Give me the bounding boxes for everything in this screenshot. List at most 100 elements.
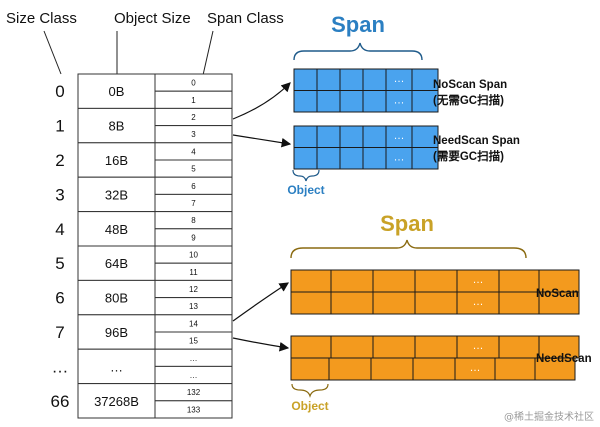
size-class-value: 66 xyxy=(51,392,70,411)
object-size-cell xyxy=(77,245,156,281)
span-object-cell xyxy=(290,269,332,293)
span-object-cell xyxy=(534,357,576,381)
span-class-value: 13 xyxy=(189,302,198,311)
blue-object-label: Object xyxy=(287,183,324,197)
span-object-cell xyxy=(293,147,318,170)
span-class-value: 12 xyxy=(189,285,198,294)
span-object-cell xyxy=(362,68,387,91)
size-class-value: 5 xyxy=(55,254,64,273)
size-class-value: 7 xyxy=(55,323,64,342)
span-class-value: 8 xyxy=(191,216,196,225)
size-class-value: 6 xyxy=(55,289,64,308)
span-class-value: 6 xyxy=(191,182,196,191)
object-size-cell xyxy=(77,142,156,178)
span-object-cell xyxy=(339,68,364,91)
span-object-cell xyxy=(372,269,416,293)
orange-noscan-span-grid: …… xyxy=(290,269,580,315)
orange-needscan-span-grid: …… xyxy=(290,335,580,381)
orange-needscan-label: NeedScan xyxy=(536,353,592,365)
span-object-cell xyxy=(290,357,330,381)
arrow-to-blue-needscan xyxy=(232,134,292,148)
span-object-cell xyxy=(339,147,364,170)
arrow-to-orange-needscan xyxy=(232,337,290,352)
size-class-value: 4 xyxy=(55,220,64,239)
span-class-value: 14 xyxy=(189,319,198,328)
span-object-cell xyxy=(328,357,372,381)
span-object-cell xyxy=(414,269,458,293)
span-class-cell xyxy=(154,400,233,419)
blue-noscan-label: NoScan Span xyxy=(433,79,507,91)
span-class-value: 5 xyxy=(191,165,196,174)
span-object-cell xyxy=(362,147,387,170)
span-class-value: 10 xyxy=(189,251,198,260)
span-class-value: 0 xyxy=(191,79,196,88)
span-object-cell xyxy=(316,147,341,170)
span-object-cell xyxy=(330,335,374,359)
span-object-cell xyxy=(362,90,387,113)
span-ellipsis: … xyxy=(473,274,484,286)
size-class-value: … xyxy=(52,357,69,376)
span-object-cell xyxy=(414,335,458,359)
span-object-cell xyxy=(538,291,580,315)
span-object-cell xyxy=(411,147,439,170)
span-object-cell xyxy=(316,125,341,148)
span-class-value: 1 xyxy=(191,96,196,105)
object-size-value: 0B xyxy=(109,84,125,99)
blue-noscan-span-grid: …… xyxy=(293,68,439,113)
span-class-value: 132 xyxy=(187,388,201,397)
size-class-value: 1 xyxy=(55,117,64,136)
size-class-value: 2 xyxy=(55,151,64,170)
object-size-value: 32B xyxy=(105,187,128,202)
span-object-cell xyxy=(293,90,318,113)
blue-needscan-span-grid: …… xyxy=(293,125,439,170)
span-object-cell xyxy=(498,269,540,293)
watermark: @稀土掘金技术社区 xyxy=(504,410,594,423)
span-object-cell xyxy=(339,90,364,113)
span-class-value: 2 xyxy=(191,113,196,122)
span-class-value: 11 xyxy=(189,268,198,277)
object-size-cell xyxy=(77,348,156,385)
object-size-value: 96B xyxy=(105,325,128,340)
object-size-value: 8B xyxy=(109,119,125,134)
size-class-value: 0 xyxy=(55,82,64,101)
span-ellipsis: … xyxy=(394,94,405,106)
span-object-cell xyxy=(290,291,332,315)
object-size-value: 16B xyxy=(105,153,128,168)
span-object-cell xyxy=(498,291,540,315)
blue-noscan-sublabel: (无需GC扫描) xyxy=(433,93,504,107)
span-class-value: 15 xyxy=(189,337,198,346)
span-object-cell xyxy=(414,291,458,315)
span-object-cell xyxy=(330,291,374,315)
span-object-cell xyxy=(316,90,341,113)
object-size-value: 37268B xyxy=(94,394,139,409)
span-object-cell xyxy=(330,269,374,293)
span-ellipsis: … xyxy=(394,73,405,85)
span-ellipsis: … xyxy=(470,362,481,374)
size-class-value: 3 xyxy=(55,185,64,204)
span-object-cell xyxy=(339,125,364,148)
orange-object-label: Object xyxy=(291,399,328,413)
span-object-cell xyxy=(498,335,540,359)
blue-needscan-sublabel: (需要GC扫描) xyxy=(433,149,504,163)
orange-noscan-label: NoScan xyxy=(536,288,579,300)
object-size-cell xyxy=(77,383,156,419)
span-ellipsis: … xyxy=(394,130,405,142)
arrow-to-blue-noscan xyxy=(232,82,291,120)
orange-object-brace xyxy=(291,383,329,398)
arrow-to-orange-noscan xyxy=(232,282,290,322)
object-size-value: 80B xyxy=(105,291,128,306)
span-object-cell xyxy=(290,335,332,359)
object-size-value: 48B xyxy=(105,222,128,237)
span-class-value: 9 xyxy=(191,233,196,242)
orange-span-title: Span xyxy=(380,211,434,236)
span-class-value: 3 xyxy=(191,130,196,139)
object-size-value: 64B xyxy=(105,256,128,271)
span-ellipsis: … xyxy=(473,296,484,308)
span-object-cell xyxy=(411,90,439,113)
object-size-header: Object Size xyxy=(114,10,191,27)
span-object-cell xyxy=(412,357,456,381)
span-object-cell xyxy=(494,357,536,381)
object-size-value: … xyxy=(110,359,123,374)
span-ellipsis: … xyxy=(473,340,484,352)
